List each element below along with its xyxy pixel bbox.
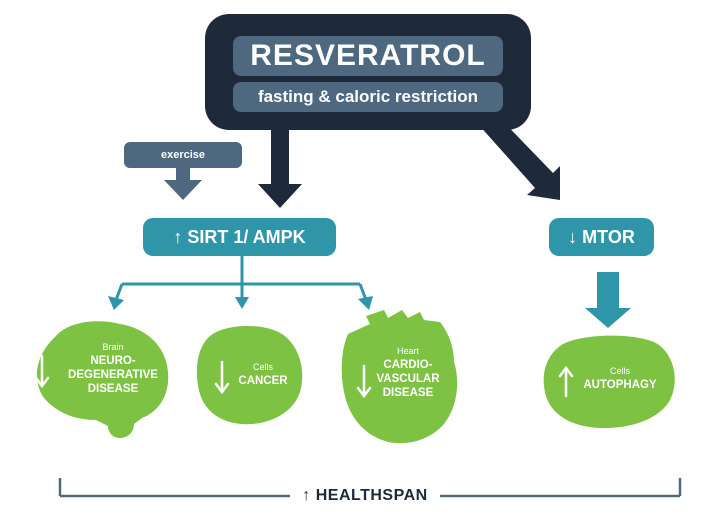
- down-arrow-icon: ↓: [568, 227, 578, 247]
- mtor-to-autophagy-arrow: [585, 272, 631, 328]
- sirt-ampk-pill: ↑ SIRT 1/ AMPK: [143, 218, 336, 256]
- sirt-ampk-label: SIRT 1/ AMPK: [187, 227, 306, 247]
- autophagy-category: Cells: [609, 366, 630, 376]
- mtor-label: MTOR: [582, 227, 635, 247]
- organ-arrows: [34, 354, 574, 399]
- exercise-box: exercise: [124, 142, 242, 168]
- up-arrow-icon: ↑: [302, 487, 311, 504]
- autophagy-text: Cells AUTOPHAGY: [570, 366, 670, 392]
- heart-line-3: DISEASE: [382, 387, 434, 399]
- cancer-line-1: CANCER: [238, 375, 288, 387]
- autophagy-line-1: AUTOPHAGY: [583, 379, 657, 391]
- resveratrol-title: RESVERATROL: [233, 36, 503, 76]
- cancer-category: Cells: [252, 362, 273, 372]
- brain-line-3: DISEASE: [87, 383, 139, 395]
- brain-line-1: NEURO-: [90, 355, 136, 367]
- heart-line-2: VASCULAR: [376, 373, 440, 385]
- heart-category: Heart: [396, 346, 419, 356]
- brain-text: Brain NEURO- DEGENERATIVE DISEASE: [58, 342, 168, 396]
- healthspan-text: HEALTHSPAN: [315, 487, 428, 504]
- up-arrow-icon: ↑: [173, 227, 183, 247]
- brain-line-2: DEGENERATIVE: [68, 369, 158, 381]
- healthspan-label: ↑ HEALTHSPAN: [290, 484, 440, 508]
- cell-icon-cancer: [196, 325, 303, 425]
- sirt-branch-arrowheads: [108, 296, 373, 310]
- heart-line-1: CARDIO-: [383, 359, 433, 371]
- brain-icon: [36, 321, 169, 438]
- fasting-subtitle: fasting & caloric restriction: [233, 82, 503, 112]
- mtor-pill: ↓ MTOR: [549, 218, 654, 256]
- sirt-branch-lines: [114, 256, 368, 301]
- brain-category: Brain: [102, 342, 124, 352]
- heart-icon: [341, 310, 458, 444]
- exercise-arrow: [164, 166, 202, 200]
- resveratrol-to-mtor-arrow: [478, 112, 560, 200]
- resveratrol-block: RESVERATROL fasting & caloric restrictio…: [205, 14, 531, 130]
- resveratrol-to-sirt-arrow: [258, 128, 302, 208]
- healthspan-bracket: [58, 478, 682, 498]
- cell-icon-autophagy: [543, 335, 675, 428]
- heart-text: Heart CARDIO- VASCULAR DISEASE: [368, 346, 448, 400]
- cancer-text: Cells CANCER: [228, 362, 298, 388]
